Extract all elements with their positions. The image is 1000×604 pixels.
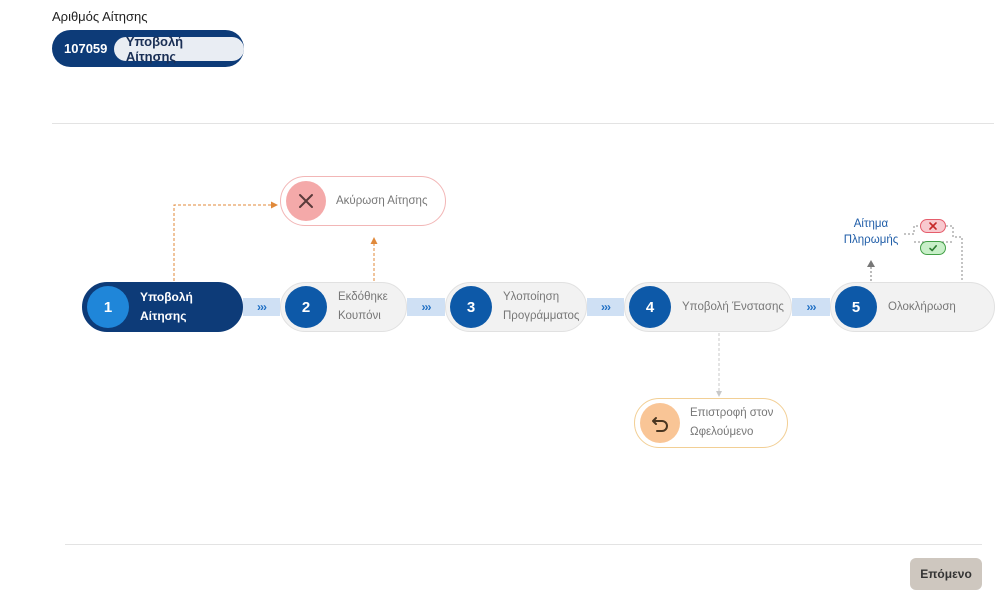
connector-arrowhead-step2: [370, 237, 378, 244]
close-icon: [286, 181, 326, 221]
return-to-beneficiary-label: Επιστροφή στον Ωφελούμενο: [690, 404, 773, 442]
step-label-line: Εκδόθηκε: [338, 291, 388, 303]
payment-request-label: Αίτημα Πληρωμής: [835, 216, 907, 248]
connector-arrowhead-payment: [867, 260, 875, 267]
return-label-line: Ωφελούμενο: [690, 426, 754, 438]
payment-label-line: Αίτημα: [853, 218, 889, 230]
connector-arrowhead-cancel: [271, 201, 278, 209]
step-number-circle: 5: [835, 286, 877, 328]
workflow-step-1[interactable]: 1 Υποβολή Αίτησης: [82, 282, 243, 332]
step-label: Υλοποίηση Προγράμματος: [503, 288, 579, 326]
application-pill: 107059 Υποβολή Αίτησης: [52, 30, 244, 67]
chevron-arrows-icon: ›››: [407, 298, 445, 316]
return-to-beneficiary-node[interactable]: Επιστροφή στον Ωφελούμενο: [634, 398, 788, 448]
workflow-step-4[interactable]: 4 Υποβολή Ένστασης: [624, 282, 792, 332]
step-number-circle: 2: [285, 286, 327, 328]
return-label-line: Επιστροφή στον: [690, 407, 774, 419]
check-icon: [929, 245, 937, 252]
connector-payment-bracket-right: [946, 225, 963, 281]
step-label: Υποβολή Αίτησης: [140, 290, 193, 323]
step-number-circle: 1: [87, 286, 129, 328]
step-label: Ολοκλήρωση: [888, 300, 956, 313]
payment-label-line: Πληρωμής: [843, 234, 899, 246]
payment-approved-badge: [920, 241, 946, 255]
chevron-arrows-icon: ›››: [587, 298, 624, 316]
cancel-application-label: Ακύρωση Αίτησης: [336, 194, 428, 207]
payment-rejected-badge: [920, 219, 946, 233]
next-button[interactable]: Επόμενο: [910, 558, 982, 590]
undo-icon: [640, 403, 680, 443]
step-label: Εκδόθηκε Κουπόνι: [338, 288, 388, 326]
close-icon: [929, 222, 937, 230]
step-number-circle: 3: [450, 286, 492, 328]
top-divider: [52, 123, 994, 124]
step-label: Υποβολή Ένστασης: [682, 300, 784, 313]
workflow-step-5[interactable]: 5 Ολοκλήρωση: [830, 282, 995, 332]
workflow-step-2[interactable]: 2 Εκδόθηκε Κουπόνι: [280, 282, 407, 332]
step-label-line: Υλοποίηση: [503, 291, 560, 303]
application-number-label: Αριθμός Αίτησης: [52, 9, 148, 24]
workflow-step-3[interactable]: 3 Υλοποίηση Προγράμματος: [445, 282, 587, 332]
connector-step1-to-cancel: [173, 204, 272, 281]
connector-payment-bracket: [904, 225, 920, 235]
cancel-application-node[interactable]: Ακύρωση Αίτησης: [280, 176, 446, 226]
step-number-circle: 4: [629, 286, 671, 328]
step-label-line: Κουπόνι: [338, 310, 381, 322]
chevron-arrows-icon: ›››: [792, 298, 830, 316]
step-label-line: Προγράμματος: [503, 310, 580, 322]
bottom-divider: [65, 544, 982, 545]
chevron-arrows-icon: ›››: [243, 298, 280, 316]
application-status-badge: Υποβολή Αίτησης: [113, 34, 244, 64]
connector-arrowhead-return: [716, 391, 722, 397]
application-number: 107059: [64, 41, 108, 56]
